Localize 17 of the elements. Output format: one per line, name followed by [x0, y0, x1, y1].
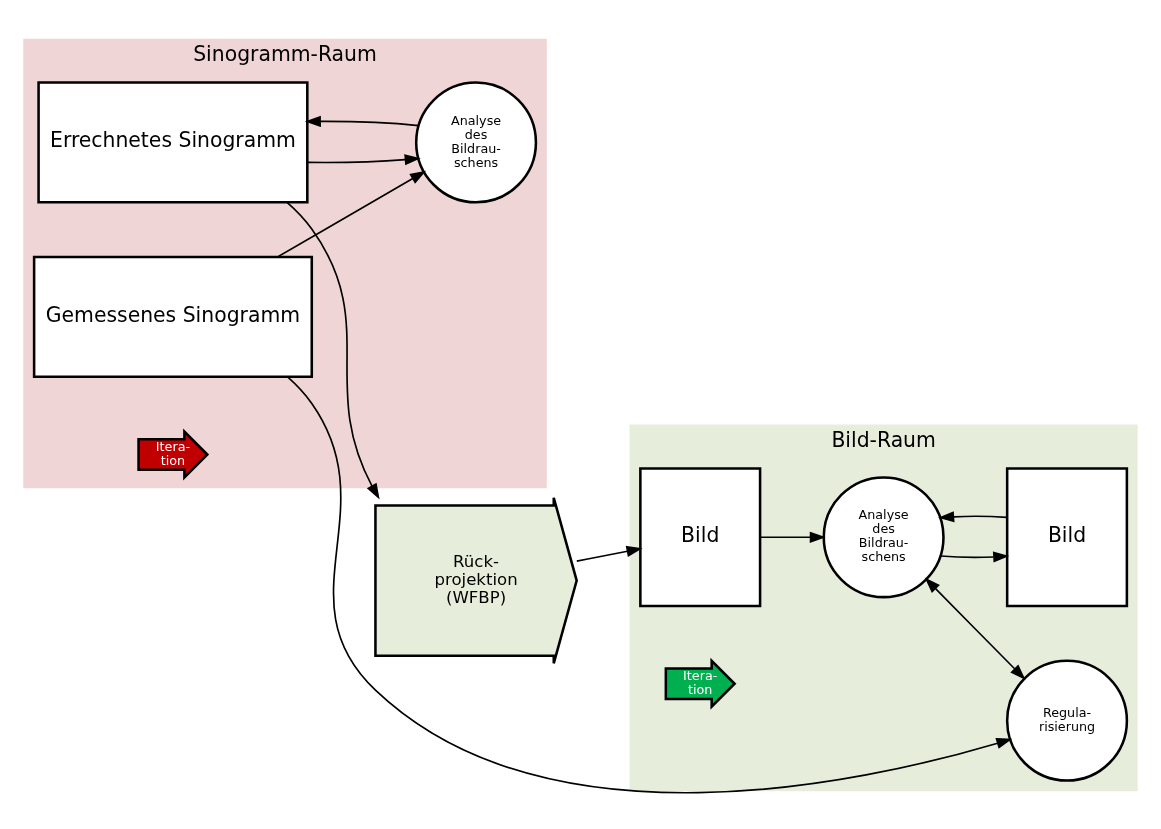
arrow — [575, 545, 643, 562]
node-circle: Analyse des Bildrau- schens — [414, 80, 538, 204]
arrow — [924, 577, 1026, 680]
node-box: Gemessenes Sinogramm — [32, 255, 314, 378]
node-box: Errechnetes Sinogramm — [37, 80, 309, 204]
arrow — [276, 170, 427, 258]
arrow — [939, 550, 1010, 563]
arrow — [306, 153, 421, 165]
arrow — [759, 531, 826, 543]
node-circle: Analyse des Bildrau- schens — [822, 475, 945, 598]
node-box: Bild — [1005, 466, 1129, 607]
node-box: Bild — [639, 466, 762, 607]
arrow — [304, 115, 420, 127]
arrow — [286, 375, 1013, 794]
arrow — [286, 201, 380, 500]
arrow — [938, 510, 1008, 522]
node-circle: Regula- risierung — [1005, 659, 1129, 782]
